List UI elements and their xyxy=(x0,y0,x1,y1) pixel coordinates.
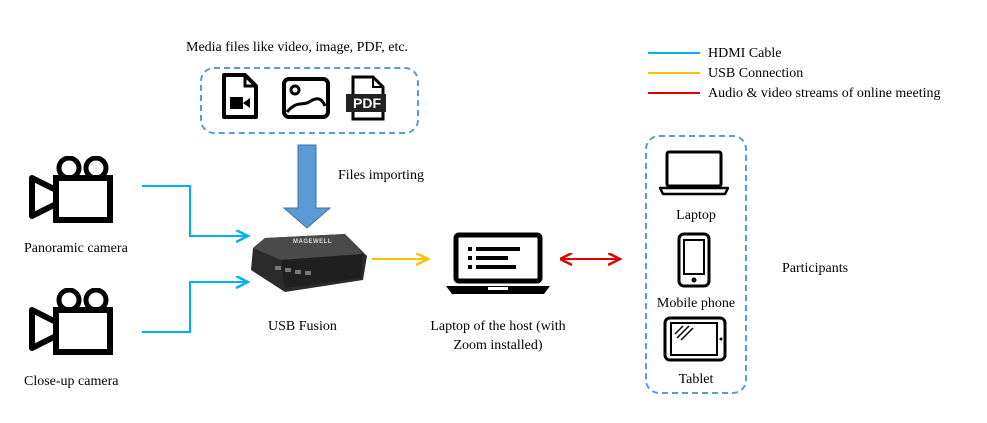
video-camera-icon xyxy=(29,288,113,355)
host-laptop-label-line2: Zoom installed) xyxy=(453,338,543,353)
pdf-file-icon: PDF xyxy=(345,74,391,122)
panoramic-camera-label: Panoramic camera xyxy=(24,241,128,256)
tablet-icon xyxy=(663,316,727,362)
participants-label: Participants xyxy=(782,261,849,276)
closeup-camera-label: Close-up camera xyxy=(24,374,119,389)
legend-label-hdmi: HDMI Cable xyxy=(708,46,782,61)
files-importing-label: Files importing xyxy=(338,168,424,183)
legend-label-stream: Audio & video streams of online meeting xyxy=(708,86,941,101)
legend-label-usb: USB Connection xyxy=(708,66,804,81)
media-files-box xyxy=(200,67,419,134)
participant-phone-label: Mobile phone xyxy=(656,296,736,311)
video-file-icon xyxy=(222,73,258,119)
hdmi-line-closeup xyxy=(142,282,248,333)
media-files-title: Media files like video, image, PDF, etc. xyxy=(186,40,409,55)
participant-tablet-label: Tablet xyxy=(678,372,714,387)
mobile-phone-icon xyxy=(677,232,711,288)
laptop-icon xyxy=(659,150,729,196)
pdf-badge-text: PDF xyxy=(353,95,381,111)
usb-fusion-device: MAGEWELL xyxy=(245,226,371,296)
participants-box xyxy=(645,135,747,394)
laptop-icon xyxy=(446,232,550,294)
image-file-icon xyxy=(282,77,330,119)
device-brand: MAGEWELL xyxy=(293,239,332,245)
hdmi-line-panoramic xyxy=(142,185,248,236)
participant-laptop-label: Laptop xyxy=(676,208,716,223)
usb-fusion-label: USB Fusion xyxy=(268,319,337,334)
video-camera-icon xyxy=(29,156,113,223)
import-arrow xyxy=(282,144,332,229)
host-laptop-label-line1: Laptop of the host (with xyxy=(430,319,566,334)
